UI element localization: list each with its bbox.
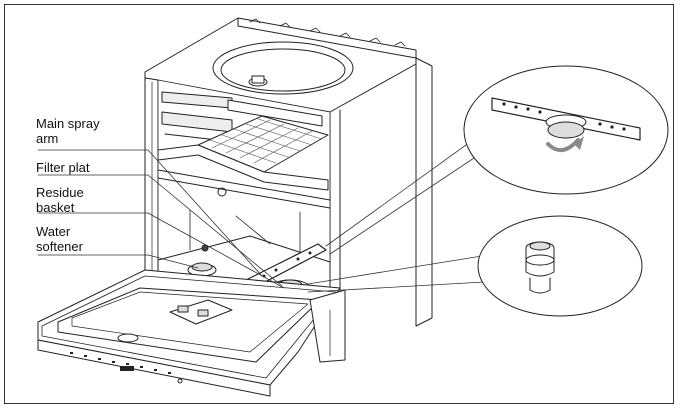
filter-detail (477, 215, 643, 317)
label-water-softener: Water softener (36, 224, 83, 254)
open-door (37, 269, 346, 397)
top-spray-disc (212, 41, 354, 95)
figure-frame (4, 4, 674, 404)
label-filter-plat: Filter plat (36, 160, 90, 175)
spray-arm-detail (463, 65, 669, 195)
upper-rack-rails (161, 91, 323, 143)
leader-lines (37, 131, 487, 293)
label-main-spray-arm: Main spray arm (36, 116, 100, 146)
middle-shelf (157, 115, 331, 209)
label-residue-basket: Residue basket (36, 185, 84, 215)
